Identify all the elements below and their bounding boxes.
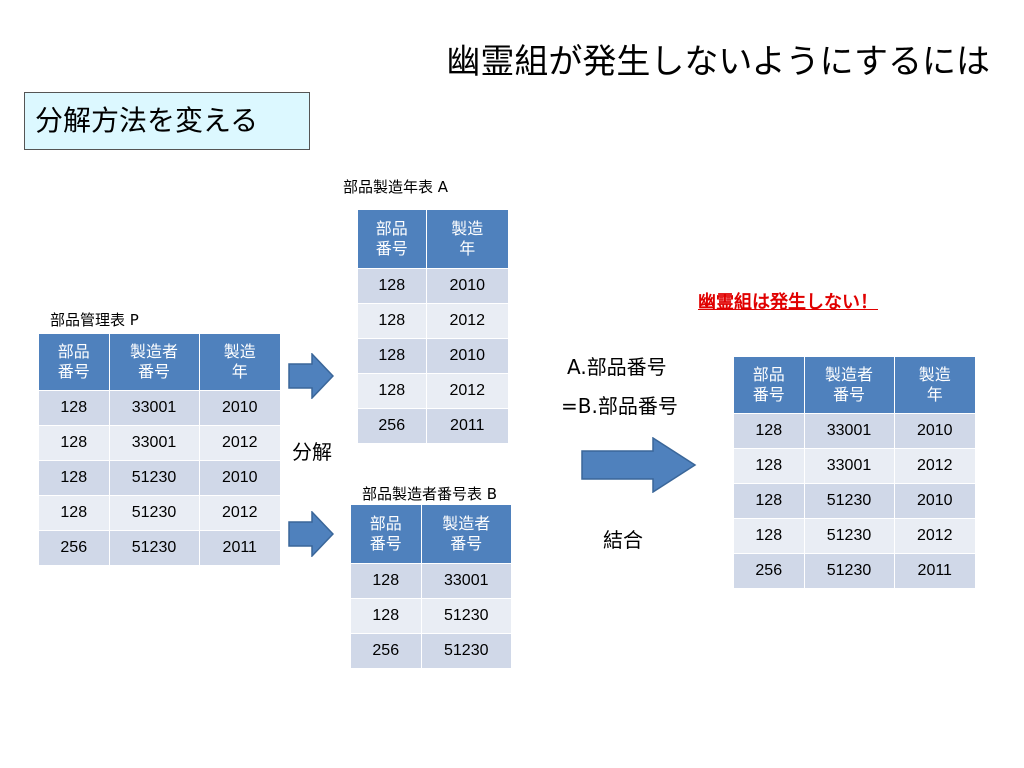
table-cell: 51230	[109, 529, 200, 565]
table-cell: 2010	[199, 389, 280, 425]
table-cell: 256	[351, 632, 422, 668]
join-label: 結合	[603, 528, 643, 552]
table-cell: 128	[351, 597, 422, 633]
table-header: 部品 番号製造者 番号製造 年	[734, 357, 975, 413]
table-header: 部品 番号製造者 番号	[351, 505, 511, 563]
table-cell: 128	[734, 517, 805, 553]
arrow-right-icon	[288, 511, 334, 557]
table-p-caption: 部品管理表 P	[50, 311, 139, 329]
table-cell: 51230	[804, 482, 895, 518]
table-cell: 128	[39, 494, 110, 530]
table-cell: 2012	[426, 372, 508, 408]
column-header: 製造者 番号	[804, 357, 895, 413]
table-cell: 2010	[426, 267, 508, 303]
table-cell: 128	[734, 412, 805, 448]
table-cell: 51230	[109, 494, 200, 530]
table-cell: 2012	[199, 494, 280, 530]
table-cell: 128	[39, 424, 110, 460]
no-ghost-message: 幽霊組は発生しない！	[698, 292, 878, 313]
table-cell: 2012	[894, 447, 975, 483]
table-cell: 51230	[804, 552, 895, 588]
column-header: 部品 番号	[734, 357, 805, 413]
table-cell: 2010	[426, 337, 508, 373]
table-b-caption: 部品製造者番号表 B	[362, 485, 498, 503]
table-cell: 2012	[426, 302, 508, 338]
table-cell: 51230	[421, 632, 511, 668]
table-cell: 2011	[426, 407, 508, 443]
table-cell: 128	[351, 562, 422, 598]
join-condition-line1: A.部品番号	[567, 355, 667, 379]
table-cell: 2010	[199, 459, 280, 495]
table-cell: 33001	[421, 562, 511, 598]
column-header: 部品 番号	[39, 334, 110, 390]
table-cell: 128	[358, 372, 427, 408]
table-a-caption: 部品製造年表 A	[343, 178, 449, 196]
join-arrow-icon	[581, 437, 697, 493]
table-cell: 128	[39, 389, 110, 425]
table-cell: 51230	[109, 459, 200, 495]
table-cell: 2011	[199, 529, 280, 565]
column-header: 製造者 番号	[421, 505, 511, 563]
table-cell: 2012	[894, 517, 975, 553]
column-header: 部品 番号	[351, 505, 422, 563]
table-cell: 33001	[109, 389, 200, 425]
table-cell: 2010	[894, 482, 975, 518]
join-condition-line2: =B.部品番号	[561, 394, 678, 418]
table-cell: 51230	[804, 517, 895, 553]
column-header: 製造者 番号	[109, 334, 200, 390]
table-cell: 256	[39, 529, 110, 565]
table-cell: 128	[358, 337, 427, 373]
table-cell: 51230	[421, 597, 511, 633]
method-callout-box: 分解方法を変える	[24, 92, 310, 150]
table-cell: 33001	[804, 447, 895, 483]
decompose-label: 分解	[292, 440, 332, 464]
column-header: 部品 番号	[358, 210, 427, 268]
arrow-right-icon	[288, 353, 334, 399]
table-cell: 2010	[894, 412, 975, 448]
table-cell: 128	[734, 482, 805, 518]
page-title: 幽霊組が発生しないようにするには	[446, 42, 990, 82]
table-cell: 128	[39, 459, 110, 495]
table-cell: 256	[734, 552, 805, 588]
column-header: 製造 年	[199, 334, 280, 390]
table-cell: 2012	[199, 424, 280, 460]
table-header: 部品 番号製造者 番号製造 年	[39, 334, 280, 390]
table-header: 部品 番号製造 年	[358, 210, 508, 268]
table-cell: 128	[358, 267, 427, 303]
table-cell: 33001	[109, 424, 200, 460]
table-cell: 128	[734, 447, 805, 483]
table-cell: 2011	[894, 552, 975, 588]
table-cell: 33001	[804, 412, 895, 448]
table-cell: 128	[358, 302, 427, 338]
column-header: 製造 年	[426, 210, 508, 268]
column-header: 製造 年	[894, 357, 975, 413]
table-cell: 256	[358, 407, 427, 443]
